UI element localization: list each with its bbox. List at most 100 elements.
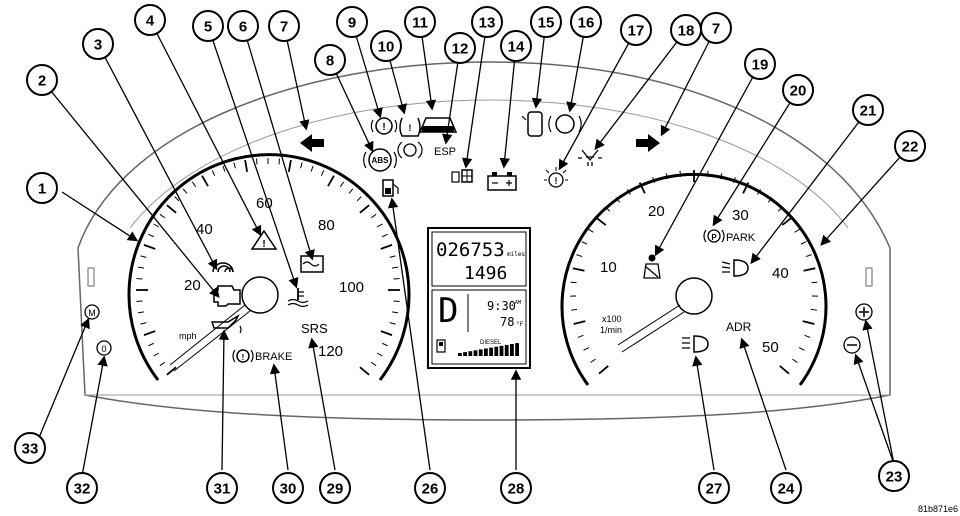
dial-tick [652, 176, 656, 183]
dial-tick [573, 320, 586, 325]
callout-number: 21 [860, 103, 877, 120]
dial-tick [595, 216, 607, 226]
dial-tick [389, 255, 396, 258]
callout-17: 18 [670, 14, 702, 46]
cluster-housing-outer [77, 61, 891, 421]
minus-button[interactable] [843, 336, 861, 354]
speedometer-hub [241, 276, 279, 314]
callout-number: 19 [752, 57, 769, 74]
callout-number: 12 [452, 41, 469, 58]
speedometer-needle-edge-b [173, 310, 251, 372]
callout-10: 11 [404, 6, 436, 38]
menu-button-m[interactable]: M [84, 304, 100, 320]
dial-tick [380, 330, 393, 336]
dial-tick [800, 241, 807, 245]
callout-19: 19 [744, 48, 776, 80]
callout-number: 18 [678, 23, 695, 40]
callout-number: 5 [204, 19, 212, 36]
odometer-display: 026753 miles 1496 D 9:30 AM 78 °F DIESEL [427, 227, 531, 369]
dial-tick [278, 158, 281, 165]
door-ajar-hood-icon [418, 117, 458, 133]
svg-text:!: ! [262, 239, 265, 250]
esp-indicator: ESP [434, 146, 456, 158]
dial-tick [679, 170, 682, 177]
callout-number: 28 [508, 481, 525, 498]
door-open-icon [521, 111, 543, 137]
callout-18: 7 [700, 12, 732, 44]
dial-tick [140, 255, 147, 258]
cluster-housing-inner [129, 99, 849, 229]
dial-tick [136, 277, 143, 280]
dial-tick [626, 189, 632, 195]
dial-tick [577, 334, 584, 338]
dial-tick [810, 308, 818, 311]
callout-23: 23 [878, 460, 910, 492]
dial-tick [244, 159, 249, 172]
speedometer-ticks [136, 158, 400, 376]
callout-26: 27 [698, 472, 730, 504]
speedo-scale-20: 20 [184, 277, 201, 294]
callout-number: 24 [778, 481, 795, 498]
temperature-unit: °F [516, 321, 524, 328]
speedo-scale-80: 80 [318, 217, 335, 234]
dial-tick [572, 267, 585, 272]
callout-29: 30 [272, 472, 304, 504]
callout-28: 29 [319, 472, 351, 504]
callout-8: 9 [336, 6, 368, 38]
reset-button-0[interactable]: 0 [96, 340, 112, 356]
dial-tick [153, 223, 160, 228]
fuel-bar [484, 348, 488, 356]
callout-number: 32 [74, 481, 91, 498]
dial-tick [779, 365, 790, 375]
callout-16: 17 [620, 14, 652, 46]
callout-number: 8 [326, 53, 334, 70]
dial-tick [389, 322, 396, 325]
callout-15: 16 [570, 6, 602, 38]
dial-tick [370, 361, 377, 367]
callout-22: 22 [894, 130, 926, 162]
callout-number: 1 [38, 181, 46, 198]
dial-tick [720, 173, 723, 180]
speedo-scale-100: 100 [339, 279, 364, 296]
dial-tick [615, 197, 621, 203]
tachometer: 10 20 30 40 50 x100 1/min [560, 170, 828, 386]
front-fog-lamp-indicator-icon [578, 149, 602, 166]
dial-tick [222, 165, 226, 172]
fuel-bar [504, 344, 509, 356]
tacho-unit-line1: x100 [602, 314, 622, 324]
adr-indicator: ADR [726, 320, 752, 334]
fuel-pump-small-icon [436, 339, 446, 353]
callout-3: 4 [134, 4, 166, 36]
dial-tick [792, 358, 798, 363]
dial-tick [148, 342, 155, 347]
dial-tick [581, 241, 588, 245]
dial-tick [166, 366, 177, 376]
seatbelt-reminder-icon [643, 254, 661, 279]
dial-tick [140, 322, 147, 325]
callout-14: 15 [530, 6, 562, 38]
check-engine-icon [213, 285, 241, 307]
dial-tick [590, 358, 596, 363]
dial-tick [393, 300, 400, 303]
dial-tick [143, 330, 156, 336]
right-turn-arrow-icon [636, 134, 660, 152]
dial-tick [638, 182, 646, 194]
worn-brake-pad-icon [397, 141, 423, 159]
dial-tick [391, 311, 399, 314]
callout-number: 33 [22, 441, 39, 458]
gear-indicator: D [438, 291, 458, 331]
dial-tick [706, 170, 709, 177]
callout-1: 2 [26, 64, 58, 96]
high-beam-headlamp-icon [682, 335, 709, 353]
tacho-scale-30: 30 [732, 207, 749, 224]
callout-4: 5 [192, 10, 224, 42]
master-warning-icon: ! [250, 229, 278, 250]
speedometer-bezel [127, 153, 411, 381]
dial-tick [182, 188, 188, 194]
callout-number: 22 [902, 139, 919, 156]
callout-0: 1 [26, 172, 58, 204]
dial-tick [576, 254, 583, 258]
plus-button[interactable] [855, 303, 873, 321]
